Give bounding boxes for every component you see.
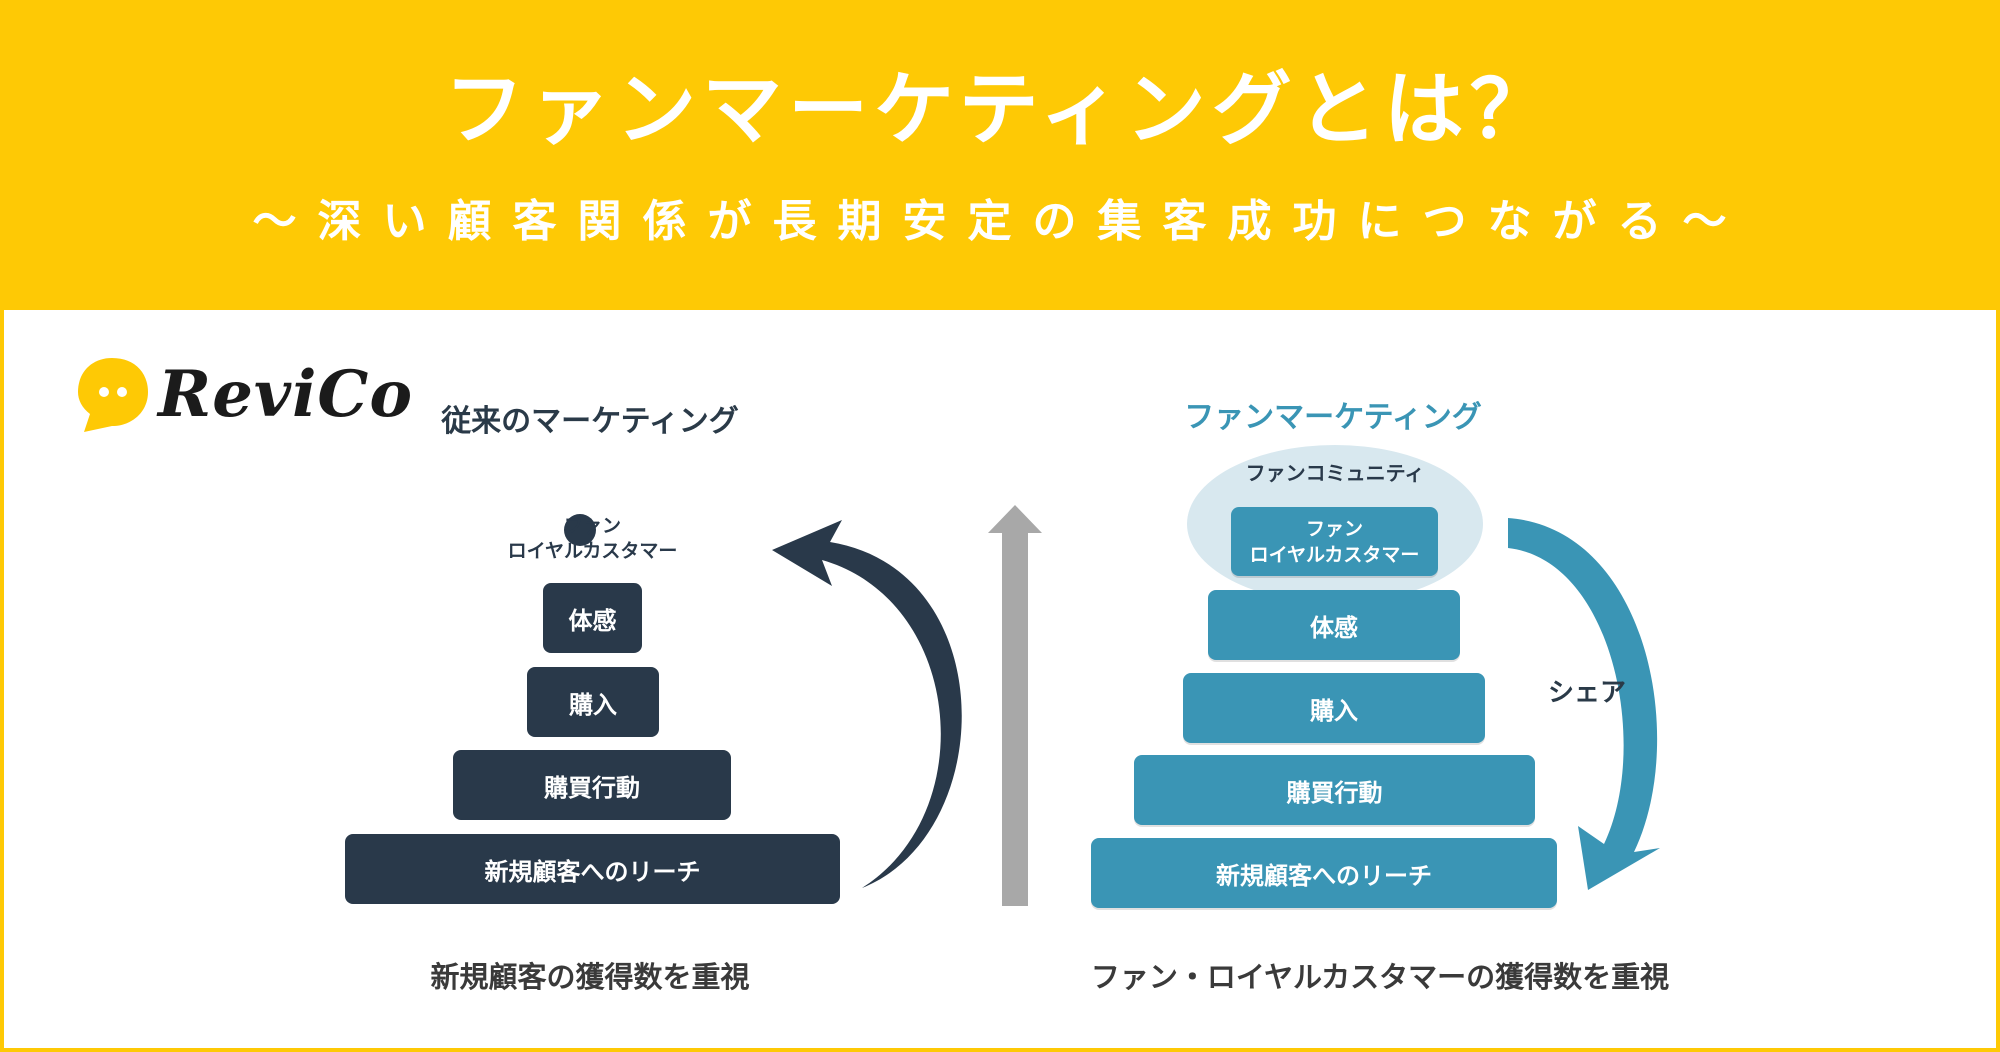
revico-logo: ReviCo [74, 352, 412, 440]
page-title: ファンマーケティングとは？ [444, 63, 1556, 156]
right-top-line1: ファン [1305, 517, 1363, 540]
right-caption: ファン・ロイヤルカスタマーの獲得数を重視 [1090, 960, 1670, 994]
left-step-experience: 体感 [543, 583, 642, 653]
left-step-purchase-behavior: 購買行動 [453, 750, 731, 820]
fan-community-label: ファンコミュニティ [1245, 461, 1425, 485]
header-banner: ファンマーケティングとは？ ～深い顧客関係が長期安定の集客成功につながる～ [0, 0, 2000, 310]
left-top-circle [564, 514, 596, 546]
right-step-fan-loyal: ファン ロイヤルカスタマー [1231, 507, 1438, 576]
left-top-label-line2: ロイヤルカスタマー [507, 540, 678, 562]
right-step-new-customer-reach: 新規顧客へのリーチ [1091, 838, 1557, 908]
left-return-arrow [772, 520, 962, 888]
left-top-label: ファン ロイヤルカスタマー [470, 514, 715, 564]
center-up-arrow [988, 505, 1042, 906]
share-label: シェア [1548, 678, 1627, 708]
right-step-experience: 体感 [1208, 590, 1460, 660]
left-caption: 新規顧客の獲得数を重視 [430, 960, 750, 994]
left-step-purchase: 購入 [527, 667, 659, 737]
right-section-title: ファンマーケティング [1184, 400, 1482, 435]
right-step-purchase: 購入 [1183, 673, 1485, 743]
page-subtitle: ～深い顧客関係が長期安定の集客成功につながる～ [252, 196, 1748, 247]
left-section-title: 従来のマーケティング [441, 404, 739, 439]
logo-wordmark: ReviCo [158, 357, 414, 432]
left-step-new-customer-reach: 新規顧客へのリーチ [345, 834, 840, 904]
right-share-arrow [1508, 518, 1660, 890]
speech-bubble-icon [78, 358, 148, 432]
right-step-purchase-behavior: 購買行動 [1134, 755, 1535, 825]
left-top-label-line1: ファン [563, 515, 621, 537]
right-top-line2: ロイヤルカスタマー [1249, 543, 1420, 566]
